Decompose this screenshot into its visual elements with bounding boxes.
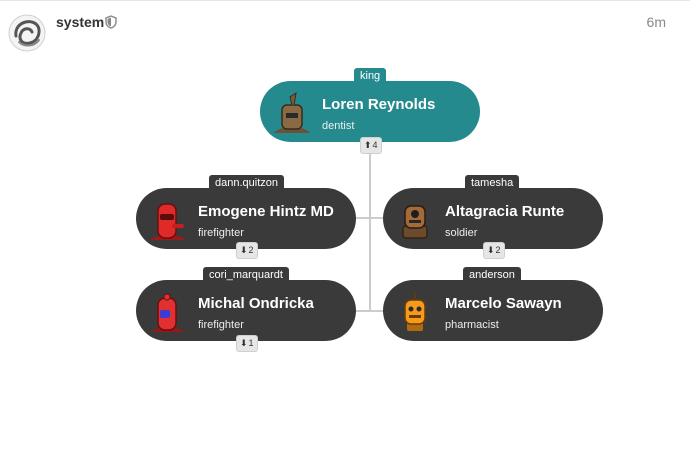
expand-toggle-down[interactable]: ⬇1: [237, 336, 257, 351]
robot-avatar-icon: [402, 205, 428, 239]
expand-toggle-up[interactable]: ⬆4: [361, 138, 381, 153]
post-username[interactable]: system: [56, 14, 105, 30]
swirl-avatar-icon[interactable]: [8, 14, 46, 52]
arrow-down-icon: ⬇: [487, 245, 495, 255]
node-role: firefighter: [198, 319, 244, 331]
node-username-tag: dann.quitzon: [209, 175, 284, 191]
node-role: firefighter: [198, 227, 244, 239]
node-role: soldier: [445, 227, 478, 239]
top-divider: [0, 0, 690, 1]
robot-avatar-icon: [404, 293, 426, 331]
shield-icon: [105, 15, 117, 29]
node-role: pharmacist: [445, 319, 499, 331]
post-header: system 6m: [8, 12, 682, 56]
robot-avatar-icon: [150, 203, 186, 240]
post-timestamp: 6m: [646, 14, 666, 30]
node-username-tag: cori_marquardt: [203, 267, 289, 283]
org-node-child[interactable]: dann.quitzon Emogene Hintz MD firefighte…: [136, 175, 356, 249]
node-name: Emogene Hintz MD: [198, 203, 334, 220]
arrow-down-icon: ⬇: [240, 338, 248, 348]
node-username-tag: anderson: [463, 267, 521, 283]
org-node-child[interactable]: cori_marquardt Michal Ondricka firefight…: [136, 267, 356, 341]
expand-toggle-down[interactable]: ⬇2: [237, 243, 257, 258]
robot-avatar-icon: [152, 293, 184, 332]
node-name: Michal Ondricka: [198, 295, 314, 312]
expand-toggle-down[interactable]: ⬇2: [484, 243, 504, 258]
robot-avatar-icon: [274, 91, 310, 133]
node-role: dentist: [322, 120, 355, 132]
node-name: Altagracia Runte: [445, 203, 565, 220]
org-node-root[interactable]: king Loren Reynolds dentist: [260, 68, 480, 142]
org-node-child[interactable]: tamesha Altagracia Runte soldier: [383, 175, 603, 249]
node-username-tag: king: [354, 68, 387, 84]
node-name: Marcelo Sawayn: [445, 295, 562, 312]
node-username-tag: tamesha: [465, 175, 520, 191]
arrow-down-icon: ⬇: [240, 245, 248, 255]
arrow-up-icon: ⬆: [364, 140, 372, 150]
org-node-child[interactable]: anderson Marcelo Sawayn pharmacist: [383, 267, 603, 341]
node-name: Loren Reynolds: [322, 96, 436, 113]
